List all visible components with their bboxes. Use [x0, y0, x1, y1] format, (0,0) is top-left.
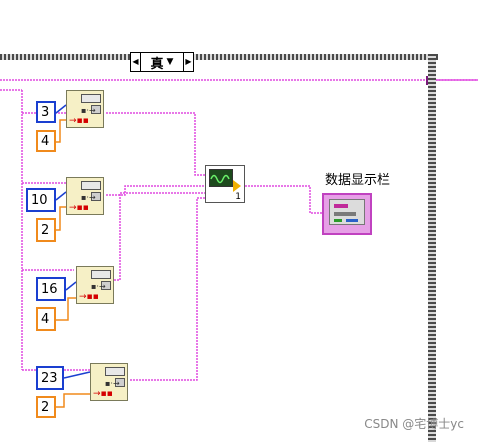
subvi-icon [91, 105, 101, 114]
dropdown-arrow-icon[interactable]: ▼ [166, 57, 174, 67]
subvi-icon [115, 378, 125, 387]
indicator-label: 数据显示栏 [325, 173, 391, 188]
subvi-icon [81, 94, 101, 103]
constant-int[interactable]: 3 [36, 101, 56, 123]
indicator-bar [334, 212, 356, 216]
data-display-indicator[interactable] [322, 193, 372, 235]
watermark: CSDN @宅博士yc [364, 417, 464, 431]
indicator-panel-icon [329, 199, 365, 225]
indicator-bar [334, 204, 348, 208]
constant-int[interactable]: 23 [36, 366, 64, 390]
subvi-icon [91, 192, 101, 201]
case-selector-value: 真 [150, 56, 164, 72]
wire-out-3 [114, 192, 205, 281]
subvi-icon [91, 270, 111, 279]
waveform-scope-icon [209, 169, 233, 187]
waveform-subvi-node[interactable]: ▪·→→▪▪ [90, 363, 128, 401]
case-frame-right [428, 54, 436, 442]
dots-icon: ▪·→ [81, 193, 96, 202]
arrow-icon: →▪▪ [69, 116, 89, 126]
case-selector-label[interactable]: 真 ▼ [141, 53, 183, 72]
arrow-icon: →▪▪ [79, 292, 99, 302]
waveform-subvi-node[interactable]: ▪·→→▪▪ [76, 266, 114, 304]
waveform-subvi-node[interactable]: ▪·→→▪▪ [66, 177, 104, 215]
wire-out-1 [106, 112, 205, 176]
indicator-bar [334, 219, 342, 222]
sine-wave-icon [210, 174, 230, 184]
constant-int[interactable]: 10 [26, 188, 56, 212]
constant-int[interactable]: 4 [36, 307, 56, 331]
wire-out-2 [106, 185, 205, 196]
terminal-count: 1 [235, 192, 241, 202]
arrow-icon: →▪▪ [93, 389, 113, 399]
waveform-subvi-node[interactable]: ▪·→→▪▪ [66, 90, 104, 128]
merge-waveform-node[interactable]: 1 [205, 165, 245, 203]
wire-to-indicator [245, 185, 322, 214]
dots-icon: ▪·→ [81, 106, 96, 115]
constant-int[interactable]: 2 [36, 218, 56, 242]
subvi-icon [81, 181, 101, 190]
indicator-bar [346, 219, 358, 222]
arrow-icon: →▪▪ [69, 203, 89, 213]
subvi-icon [101, 281, 111, 290]
constant-int[interactable]: 4 [36, 130, 56, 152]
subvi-icon [105, 367, 125, 376]
decrement-case-arrow-icon[interactable]: ◀ [131, 53, 141, 71]
constant-int[interactable]: 16 [36, 277, 66, 301]
wire-out-4 [130, 197, 205, 381]
dots-icon: ▪·→ [91, 282, 106, 291]
case-frame-top [0, 54, 438, 60]
increment-case-arrow-icon[interactable]: ▶ [183, 53, 193, 71]
dots-icon: ▪·→ [105, 379, 120, 388]
constant-int[interactable]: 2 [36, 396, 56, 418]
case-selector[interactable]: ◀ 真 ▼ ▶ [130, 52, 194, 72]
output-terminal-icon [233, 180, 241, 192]
